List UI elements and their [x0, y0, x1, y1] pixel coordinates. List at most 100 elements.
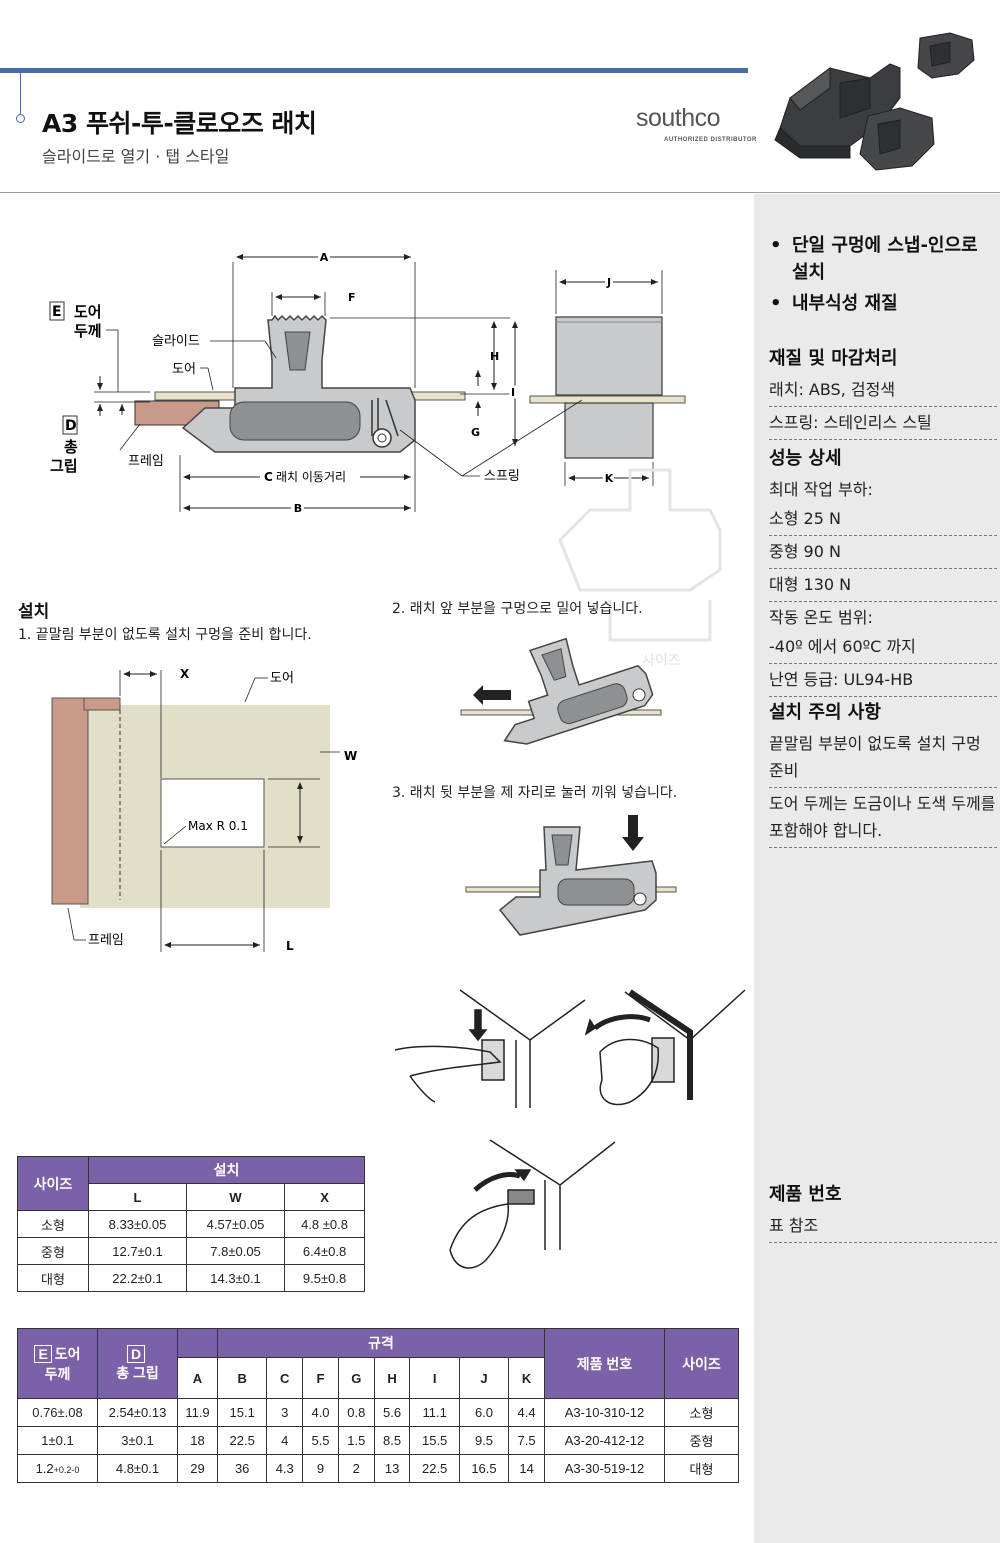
grip-label-2: 그립: [50, 457, 78, 475]
table1-col-l: L: [87, 1183, 188, 1211]
svg-text:B: B: [294, 502, 302, 515]
feature-item: 단일 구멍에 스냅-인으로 설치: [768, 232, 996, 286]
dim-label-i: I: [511, 386, 515, 399]
e-letter: E: [52, 304, 62, 320]
grip-cell: 4.8±0.1: [97, 1454, 178, 1483]
watermark-graphic: 사이즈: [558, 468, 722, 669]
logo-text: southco: [636, 104, 721, 132]
operation-illustrations: [394, 989, 746, 1269]
door-thickness-value: 0.76±.08: [32, 1405, 83, 1420]
table-row: 0.76±.08 2.54±0.13 11.9 15.1 3 4.0 0.8 5…: [17, 1398, 739, 1427]
notes-row: 끝말림 부분이 없도록 설치 구멍 준비: [769, 728, 997, 788]
spec-cell: 22.5: [216, 1426, 268, 1455]
materials-heading: 재질 및 마감처리: [769, 348, 898, 369]
table2-col: B: [216, 1357, 268, 1399]
side-view-door: [529, 395, 686, 404]
performance-section: 성능 상세 최대 작업 부하: 소형 25 N 중형 90 N 대형 130 N…: [769, 444, 997, 697]
size-cell: 소형: [664, 1398, 739, 1427]
dim-label-k: K: [605, 472, 614, 485]
dim-label-h: H: [490, 350, 499, 363]
install-dimensions-table: 사이즈 설치 L W X 소형 8.33±0.05 4.57±0.05 4.8 …: [17, 1156, 365, 1292]
spec-cell: 6.0: [458, 1398, 510, 1427]
dim-label-a: A: [320, 251, 329, 264]
door-label-2: 도어: [270, 671, 294, 686]
performance-row: 작동 온도 범위:: [769, 608, 873, 627]
part-number-cell: A3-30-519-12: [544, 1454, 665, 1483]
frame-label-2: 프레임: [88, 933, 124, 948]
frame-label: 프레임: [128, 454, 164, 469]
spec-cell: 9.5: [458, 1426, 510, 1455]
dim-label-l: L: [286, 939, 294, 953]
notes-section: 설치 주의 사항 끝말림 부분이 없도록 설치 구멍 준비 도어 두께는 도금이…: [769, 698, 997, 848]
spec-cell: 11.9: [177, 1398, 218, 1427]
table2-col: J: [458, 1357, 510, 1399]
max-radius-label: Max R 0.1: [188, 819, 248, 833]
frame-panel: [51, 697, 89, 905]
slide-window: [284, 331, 311, 371]
size-cell: 중형: [17, 1237, 89, 1265]
southco-logo: southco AUTHORIZED DISTRIBUTOR: [636, 104, 756, 143]
page-header: A3 푸쉬-투-클로오즈 래치 슬라이드로 열기 · 탭 스타일 southco…: [0, 0, 1000, 193]
spec-cell: 2: [337, 1454, 375, 1483]
performance-row: -40º 에서 60ºC 까지: [769, 631, 997, 664]
grip-cell: 3±0.1: [97, 1426, 178, 1455]
value-cell: 12.7±0.1: [87, 1237, 188, 1265]
table-row: 1.2+0.2-0 4.8±0.1 29 36 4.3 9 2 13 22.5 …: [17, 1454, 739, 1483]
spec-cell: 18: [177, 1426, 218, 1455]
table2-part-header: 제품 번호: [544, 1328, 665, 1399]
spec-cell: 4.3: [266, 1454, 304, 1483]
feature-item: 내부식성 재질: [768, 290, 996, 317]
travel-letter: C: [264, 470, 273, 484]
spec-cell: 5.6: [373, 1398, 411, 1427]
door-thickness-tolerance: +0.2-0: [53, 1465, 80, 1475]
dim-a-bg: A: [320, 251, 329, 264]
header-accent-bar: [0, 68, 748, 73]
table1-col-w: W: [186, 1183, 286, 1211]
grip-header-text: 총 그립: [116, 1364, 159, 1381]
value-cell: 7.8±0.05: [186, 1237, 286, 1265]
page-title: A3 푸쉬-투-클로오즈 래치: [42, 109, 317, 138]
header-accent-line: [20, 73, 21, 115]
install-step-2: 2. 래치 앞 부분을 구멍으로 밀어 넣습니다.: [392, 601, 643, 617]
table-row: 대형 22.2±0.1 14.3±0.1 9.5±0.8: [17, 1264, 365, 1292]
step3-diagram: [465, 815, 677, 936]
travel-label: 래치 이동거리: [276, 470, 346, 484]
door-thickness-value: 1±0.1: [41, 1433, 74, 1448]
spring-label: 스프링: [484, 469, 520, 484]
dim-label-f: F: [348, 291, 356, 304]
value-cell: 4.8 ±0.8: [284, 1210, 365, 1238]
door-thickness-label-2: 두께: [74, 322, 102, 340]
table2-blank-header: [177, 1328, 218, 1358]
part-number-row: 표 참조: [769, 1210, 997, 1243]
spec-cell: 4.4: [508, 1398, 545, 1427]
dim-label-x: X: [180, 667, 190, 681]
performance-row: 소형 25 N: [769, 503, 997, 536]
grip-label-1: 총: [64, 438, 78, 456]
part-number-section: 제품 번호 표 참조: [769, 1180, 997, 1243]
grip-cell: 2.54±0.13: [97, 1398, 178, 1427]
mounting-hole: [160, 778, 265, 848]
spec-cell: 36: [216, 1454, 268, 1483]
svg-text:I: I: [511, 386, 515, 399]
size-cell: 중형: [664, 1426, 739, 1455]
dim-label-g: G: [471, 426, 480, 439]
spec-cell: 15.5: [409, 1426, 460, 1455]
spec-cell: 3: [266, 1398, 304, 1427]
notes-row: 도어 두께는 도금이나 도색 두께를 포함해야 합니다.: [769, 788, 997, 848]
dim-label-w: W: [344, 749, 357, 763]
d-letter-badge: D: [126, 1344, 146, 1363]
performance-row: 최대 작업 부하:: [769, 480, 873, 499]
part-number-heading: 제품 번호: [769, 1184, 842, 1205]
performance-row: 난연 등급: UL94-HB: [769, 664, 997, 697]
install-step-1: 1. 끝말림 부분이 없도록 설치 구멍을 준비 합니다.: [18, 627, 312, 643]
value-cell: 9.5±0.8: [284, 1264, 365, 1292]
push-arrow-icon: [473, 685, 511, 705]
spec-cell: 1.5: [337, 1426, 375, 1455]
spec-cell: 4.0: [302, 1398, 339, 1427]
side-view-top: [555, 316, 663, 396]
table-row: 중형 12.7±0.1 7.8±0.05 6.4±0.8: [17, 1237, 365, 1265]
latch-cavity: [229, 401, 361, 441]
table2-col: C: [266, 1357, 304, 1399]
thickness-header-text: 두께: [44, 1365, 71, 1382]
table2-size-header: 사이즈: [664, 1328, 739, 1399]
